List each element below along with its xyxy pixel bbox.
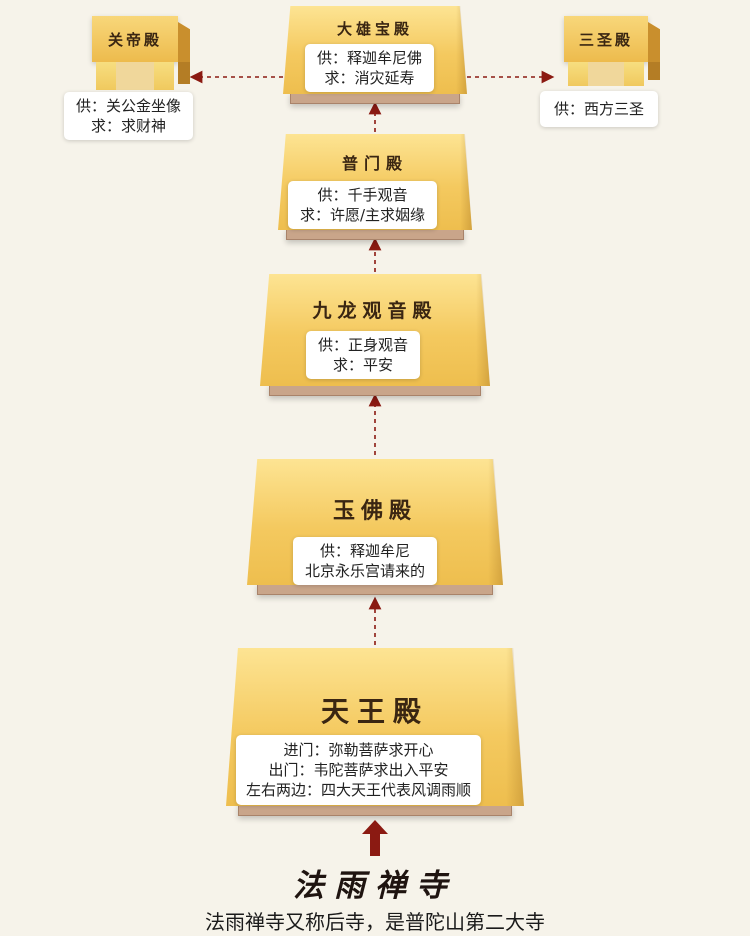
hall-sansheng: 三圣殿: [564, 16, 660, 86]
hall-pillar: [624, 62, 644, 86]
note-line: 供：释迦牟尼: [320, 542, 411, 560]
hall-guandi: 关帝殿: [92, 16, 190, 90]
hall-roof: [564, 16, 648, 62]
note-line: 求：求财神: [91, 117, 167, 135]
hall-roof-side: [648, 22, 660, 62]
hall-shade: [455, 6, 467, 94]
note-line: 进门：弥勒菩萨求开心: [283, 741, 434, 759]
note-line: 供：释迦牟尼佛: [317, 49, 423, 67]
hall-title: 普门殿: [341, 154, 408, 173]
note-sansheng: 供：西方三圣: [540, 91, 659, 127]
hall-title: 九龙观音殿: [312, 300, 438, 322]
hall-title: 天王殿: [320, 695, 429, 728]
hall-roof-side: [178, 22, 190, 62]
hall-doorway: [116, 62, 154, 90]
note-daxiong: 供：释迦牟尼佛 求：消灾延寿: [305, 44, 435, 92]
hall-title: 关帝殿: [107, 31, 162, 49]
note-guandi: 供：关公金坐像 求：求财神: [64, 92, 194, 140]
hall-shade: [476, 274, 490, 386]
note-jiulong: 供：正身观音 求：平安: [306, 331, 421, 379]
note-tianwang: 进门：弥勒菩萨求开心 出门：韦陀菩萨求出入平安 左右两边：四大天王代表风调雨顺: [236, 735, 482, 805]
temple-title: 法雨禅寺: [293, 868, 457, 904]
entrance-arrow-icon: [362, 820, 388, 856]
note-line: 左右两边：四大天王代表风调雨顺: [246, 781, 472, 799]
hall-title: 大雄宝殿: [336, 20, 413, 38]
hall-side: [178, 62, 190, 84]
hall-pillar: [154, 62, 174, 90]
note-line: 出门：韦陀菩萨求出入平安: [268, 761, 449, 779]
note-line: 供：正身观音: [318, 336, 409, 354]
temple-subtitle: 法雨禅寺又称后寺，是普陀山第二大寺: [205, 910, 545, 934]
hall-doorway: [588, 62, 624, 86]
hall-title: 玉佛殿: [332, 498, 417, 524]
note-line: 供：千手观音: [317, 186, 408, 204]
note-line: 求：平安: [333, 356, 394, 374]
hall-pillar: [568, 62, 588, 86]
note-yufo: 供：释迦牟尼 北京永乐宫请来的: [293, 537, 438, 585]
note-line: 供：西方三圣: [554, 100, 645, 118]
note-line: 北京永乐宫请来的: [305, 562, 426, 580]
note-line: 求：许愿/主求姻缘: [300, 206, 426, 224]
hall-shade: [460, 134, 472, 230]
note-line: 供：关公金坐像: [76, 97, 182, 115]
note-pumen: 供：千手观音 求：许愿/主求姻缘: [288, 181, 438, 229]
hall-side: [648, 62, 660, 80]
hall-title: 三圣殿: [578, 31, 633, 49]
hall-roof: [92, 16, 178, 62]
note-line: 求：消灾延寿: [324, 69, 415, 87]
hall-pillar: [96, 62, 116, 90]
